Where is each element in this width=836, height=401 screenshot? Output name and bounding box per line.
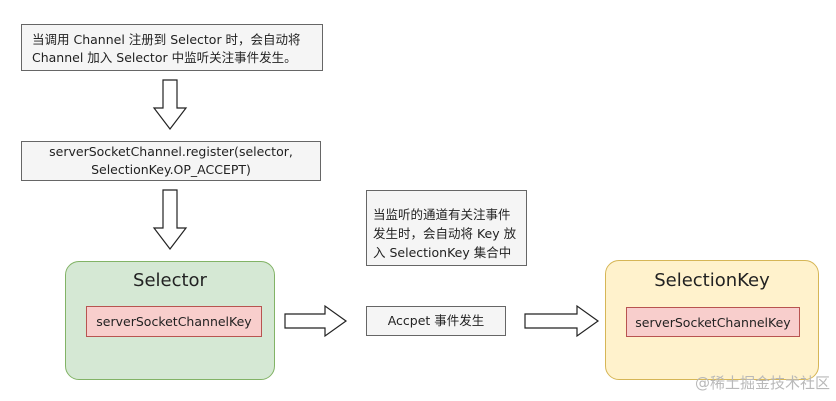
right-arrow-1 xyxy=(284,304,348,338)
selection-key-key: serverSocketChannelKey xyxy=(626,307,800,337)
middle-note: 当监听的通道有关注事件 发生时，会自动将 Key 放 入 SelectionKe… xyxy=(366,190,527,266)
register-line-1: serverSocketChannel.register(selector, xyxy=(49,144,293,159)
top-note-line-1: 当调用 Channel 注册到 Selector 时，会自动将 xyxy=(32,32,301,47)
top-note: 当调用 Channel 注册到 Selector 时，会自动将 Channel … xyxy=(21,24,323,71)
down-arrow-2 xyxy=(152,189,188,250)
selector-container: Selector serverSocketChannelKey xyxy=(65,261,275,380)
accept-event-box: Accpet 事件发生 xyxy=(366,306,506,336)
top-note-line-2: Channel 加入 Selector 中监听关注事件发生。 xyxy=(32,50,297,65)
right-arrow-2 xyxy=(524,304,600,338)
selector-title: Selector xyxy=(133,270,207,291)
middle-note-line-1: 当监听的通道有关注事件 xyxy=(373,207,511,222)
down-arrow-1 xyxy=(152,79,188,130)
register-line-2: SelectionKey.OP_ACCEPT) xyxy=(91,162,251,177)
selection-key-title: SelectionKey xyxy=(654,270,770,291)
middle-note-line-3: 入 SelectionKey 集合中 xyxy=(373,245,512,260)
selector-key: serverSocketChannelKey xyxy=(86,306,262,337)
register-call-box: serverSocketChannel.register(selector, S… xyxy=(21,141,321,181)
watermark: @稀土掘金技术社区 xyxy=(694,374,830,392)
middle-note-line-2: 发生时，会自动将 Key 放 xyxy=(373,226,517,241)
selection-key-container: SelectionKey serverSocketChannelKey xyxy=(605,260,819,380)
